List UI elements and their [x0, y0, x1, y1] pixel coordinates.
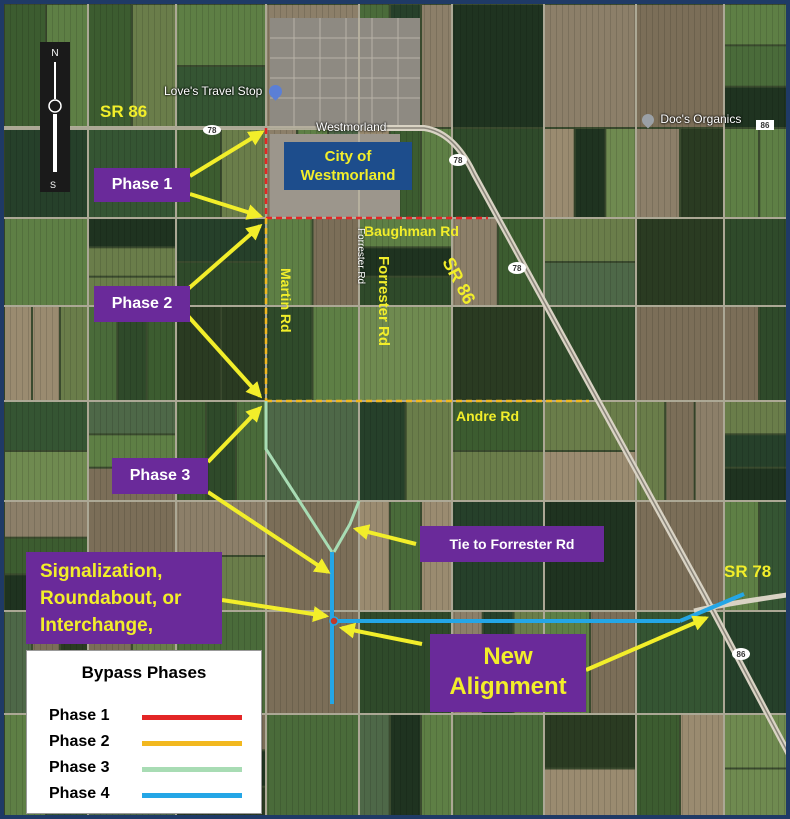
sr86-north-label: SR 86: [100, 102, 148, 121]
signalization-callout: Signalization, Roundabout, or Interchang…: [26, 552, 222, 644]
phase3-callout: Phase 3: [112, 458, 208, 494]
baughman-rd-label: Baughman Rd: [364, 223, 459, 239]
city-of-westmorland-box: City of Westmorland: [284, 142, 412, 190]
location-pin-icon: [265, 82, 285, 102]
legend-swatch: [142, 793, 242, 798]
town-area: [270, 18, 420, 128]
location-pin-icon: [639, 111, 657, 129]
legend-swatch: [142, 767, 242, 772]
westmorland-label: Westmorland: [316, 120, 387, 134]
callout-arrows: [186, 130, 709, 672]
shield-86-top: 86: [761, 121, 770, 130]
tie-to-forrester-callout: Tie to Forrester Rd: [420, 526, 604, 562]
loves-travel-stop-label: Love's Travel Stop: [164, 82, 285, 102]
shield-78-a: 78: [208, 126, 217, 135]
forrester-rd-small-label: Forrester Rd: [355, 228, 366, 285]
legend-swatch: [142, 741, 242, 746]
phase1-route: [264, 128, 488, 220]
legend-title: Bypass Phases: [81, 663, 207, 682]
phase4-route: [330, 552, 745, 704]
sr78-label: SR 78: [724, 562, 772, 581]
svg-text:N: N: [51, 48, 58, 59]
bypass-phases-legend: Bypass Phases Phase 1 Phase 2 Phase 3 Ph…: [26, 650, 262, 814]
legend-item-label: Phase 4: [49, 785, 110, 802]
phase2-route: [264, 218, 589, 403]
shield-78-c: 78: [513, 264, 522, 273]
docs-organics-label: Doc's Organics: [639, 111, 741, 129]
route-78-shield-icon: 78: [449, 154, 467, 166]
shield-78-b: 78: [454, 156, 463, 165]
svg-text:S: S: [50, 180, 56, 190]
north-arrow-icon: N S: [40, 42, 70, 192]
sr78-highway: [693, 592, 786, 614]
phase2-callout: Phase 2: [94, 286, 190, 322]
legend-swatch: [142, 715, 242, 720]
route-86-shield-icon: 86: [756, 120, 774, 130]
andre-rd-label: Andre Rd: [456, 408, 519, 424]
route-78-shield-icon: 78: [203, 125, 221, 135]
phase1-callout: Phase 1: [94, 168, 190, 202]
new-alignment-callout: New Alignment: [430, 634, 586, 712]
legend-item-label: Phase 3: [49, 759, 110, 776]
martin-rd-label: Martin Rd: [278, 268, 294, 333]
shield-86: 86: [737, 650, 746, 659]
legend-item-label: Phase 1: [49, 707, 110, 724]
phase3-route: [264, 401, 361, 553]
route-78-shield-icon: 78: [508, 262, 526, 274]
forrester-rd-label: Forrester Rd: [375, 256, 392, 347]
route-86-shield-icon: 86: [732, 648, 750, 660]
legend-item-label: Phase 2: [49, 733, 110, 750]
